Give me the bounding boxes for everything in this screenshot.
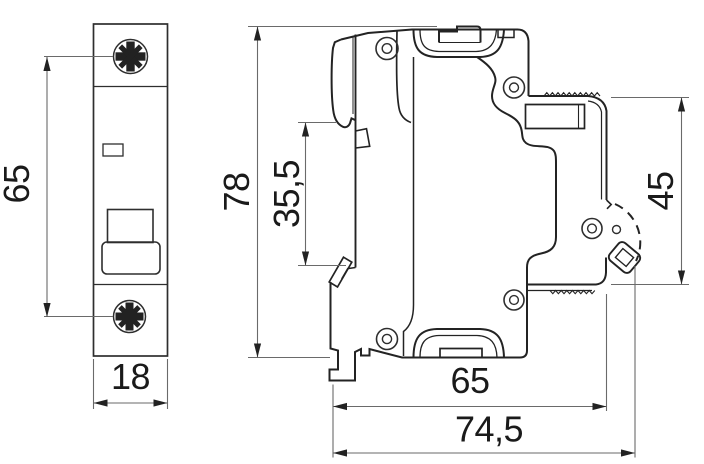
arrow-down-icon — [253, 343, 262, 358]
dim-label-base-depth: 65 — [450, 360, 489, 401]
dimension-side-total-height: 78 — [216, 25, 437, 359]
bottom-recess-arch — [412, 328, 505, 358]
dim-label-front-width: 18 — [111, 356, 150, 397]
inner-contour — [402, 57, 415, 356]
front-rib — [355, 127, 371, 149]
toggle-switch-lower — [101, 241, 161, 275]
dimension-side-base-depth: 65 — [333, 294, 608, 411]
extension-line — [44, 55, 113, 318]
din-foot-and-bottom-edge — [328, 282, 528, 382]
front-nose — [330, 38, 356, 129]
breaker-body-outline — [92, 23, 169, 357]
arrow-left-icon — [333, 402, 347, 411]
dim-label-clip-offset: 35,5 — [266, 160, 307, 228]
pozidriv-screw-icon — [112, 38, 149, 75]
top-edge — [340, 28, 530, 96]
lower-terminal-clamp — [527, 257, 607, 295]
dimension-side-clip-offset: 35,5 — [266, 121, 346, 267]
arrow-left-icon — [333, 449, 347, 457]
rivet-icon — [581, 217, 603, 240]
dim-label-rear-height: 45 — [640, 171, 681, 210]
toggle-recess-arch-inner — [419, 29, 498, 53]
upper-terminal-clamp — [524, 91, 613, 210]
top-rear-tab — [497, 29, 515, 39]
arrow-up-icon — [43, 57, 51, 71]
arrow-left-icon — [93, 399, 108, 407]
toggle-recess-arch — [412, 29, 505, 58]
arrow-right-icon — [592, 402, 607, 411]
din-clip-tab — [328, 256, 353, 289]
serration — [543, 91, 601, 97]
arrow-down-icon — [43, 303, 51, 317]
rivet-icon — [375, 36, 399, 61]
arrow-down-icon — [301, 251, 310, 266]
extension-line — [332, 266, 636, 458]
arrow-right-icon — [621, 449, 635, 457]
arrow-right-icon — [153, 399, 168, 407]
latch-notch — [605, 199, 613, 210]
front-face-step — [348, 266, 356, 270]
dimension-side-total-depth: 74,5 — [332, 266, 636, 458]
rivet-icon — [503, 289, 525, 311]
dimension-front-screw-spacing: 65 — [0, 55, 113, 318]
side-view: 78 35,5 45 65 — [216, 25, 689, 458]
pin-icon — [611, 224, 622, 235]
dim-label-front-height: 65 — [0, 164, 37, 203]
terminal-opening — [524, 103, 586, 130]
arrow-down-icon — [677, 270, 686, 285]
extension-line — [611, 96, 689, 286]
rear-contour — [476, 56, 557, 285]
rivet-icon — [375, 327, 399, 351]
pozidriv-screw-icon — [112, 299, 147, 334]
front-view: 65 18 — [0, 23, 169, 409]
arrow-up-icon — [253, 26, 262, 41]
rivet-icon — [502, 76, 526, 99]
dim-label-total-depth: 74,5 — [455, 409, 523, 450]
cover-contour — [395, 30, 412, 124]
serration — [549, 289, 596, 295]
dimension-front-width: 18 — [92, 356, 169, 409]
swing-arc-dashed — [614, 203, 642, 262]
toggle-switch-upper — [106, 208, 154, 244]
dimension-side-rear-height: 45 — [611, 96, 689, 286]
dim-label-total-height: 78 — [216, 172, 257, 211]
arrow-up-icon — [677, 97, 686, 112]
extension-line — [248, 25, 437, 359]
arrow-up-icon — [301, 122, 310, 137]
extension-line — [92, 359, 169, 409]
toggle-lever — [438, 25, 482, 43]
status-window — [102, 143, 124, 157]
